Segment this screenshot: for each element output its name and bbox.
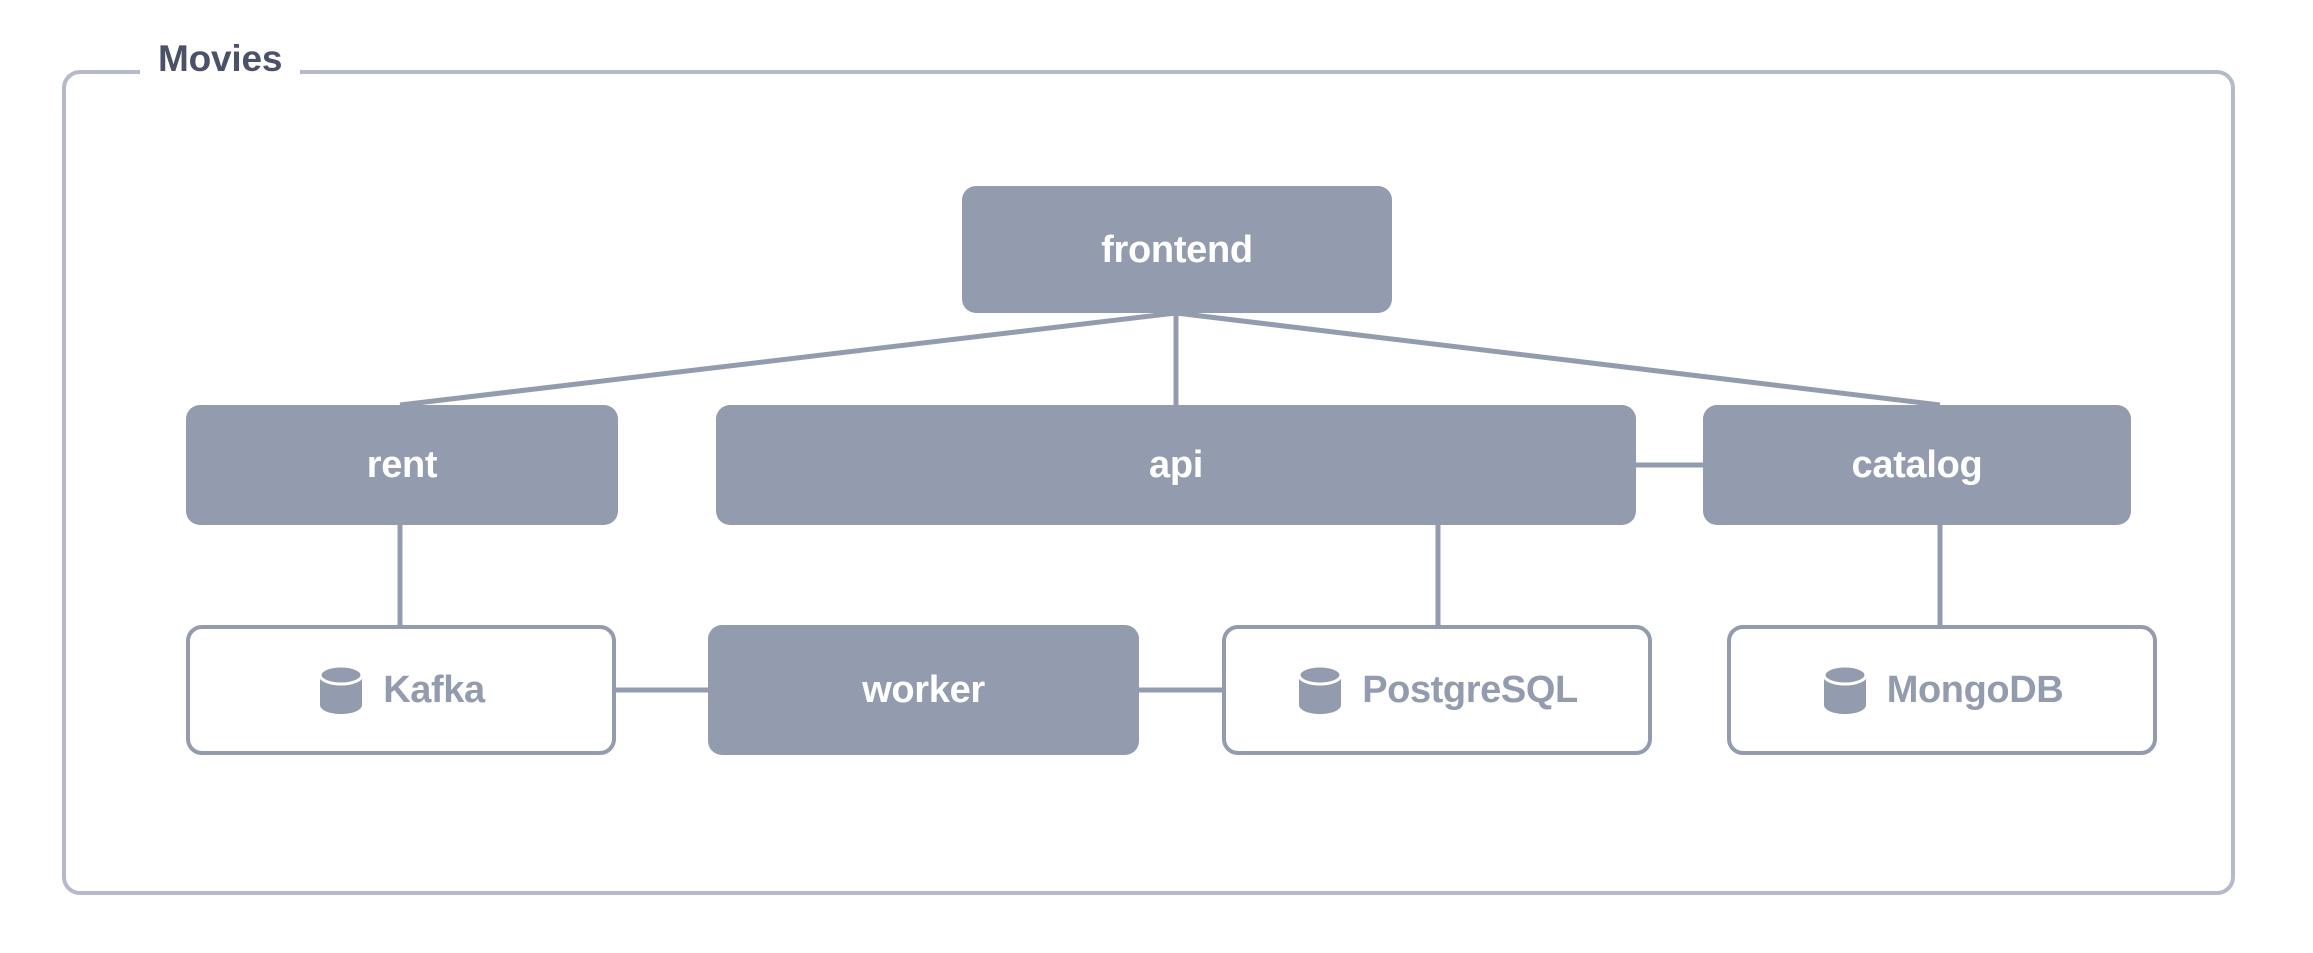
database-icon: [1297, 664, 1343, 714]
node-mongodb[interactable]: MongoDB: [1727, 625, 2157, 755]
node-label-worker: worker: [862, 669, 985, 711]
node-worker[interactable]: worker: [708, 625, 1139, 755]
group-title: Movies: [140, 38, 301, 80]
node-label-frontend: frontend: [1101, 228, 1253, 271]
node-catalog[interactable]: catalog: [1703, 405, 2131, 525]
node-postgresql[interactable]: PostgreSQL: [1222, 625, 1652, 755]
node-label-rent: rent: [366, 444, 438, 486]
node-kafka[interactable]: Kafka: [186, 625, 616, 755]
node-label-mongodb: MongoDB: [1886, 669, 2064, 711]
node-api[interactable]: api: [716, 405, 1636, 525]
node-frontend[interactable]: frontend: [962, 186, 1392, 313]
group-frame-movies: [62, 70, 2235, 895]
node-label-postgresql: PostgreSQL: [1362, 669, 1578, 711]
node-rent[interactable]: rent: [186, 405, 618, 525]
node-label-api: api: [1148, 444, 1203, 486]
database-icon: [318, 664, 364, 714]
node-label-kafka: Kafka: [383, 669, 485, 711]
database-icon: [1822, 664, 1868, 714]
node-label-catalog: catalog: [1851, 444, 1983, 486]
